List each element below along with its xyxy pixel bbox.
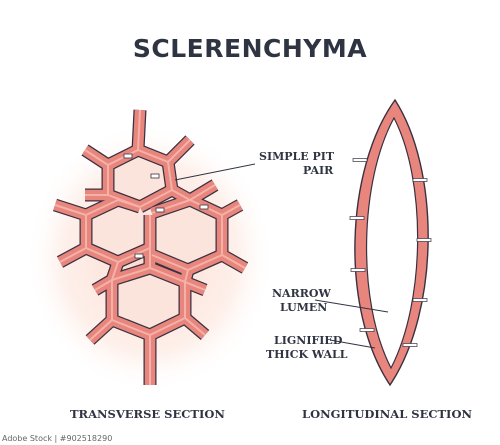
lignified-thick-wall-label: LIGNIFIED THICK WALL: [266, 334, 348, 362]
pit-pair: [134, 253, 144, 259]
cell-wall-highlight: [85, 199, 119, 216]
cell-wall-highlight: [189, 184, 216, 201]
cell-wall-highlight: [137, 149, 169, 163]
cell-wall-highlight: [117, 247, 151, 263]
cell-wall-highlight: [107, 149, 139, 166]
cell-wall-highlight: [117, 199, 141, 208]
fiber-pit: [359, 328, 375, 332]
narrow-lumen-label: NARROW LUMEN: [272, 287, 331, 315]
cell-wall-highlight: [94, 279, 113, 291]
narrow-lumen-leader: [314, 299, 389, 313]
fiber-lumen: [365, 116, 419, 370]
cell-wall-highlight: [139, 189, 173, 208]
pit-pair: [199, 204, 209, 210]
cell-wall-highlight: [167, 139, 191, 163]
longitudinal-section: [349, 98, 432, 387]
cell-wall-highlight: [137, 109, 141, 151]
cell-wall-highlight: [59, 247, 87, 263]
lignified-leader: [329, 339, 376, 349]
cell-wall-highlight: [89, 319, 113, 341]
cell-wall-highlight: [151, 254, 189, 271]
fiber-pit: [412, 178, 428, 182]
fiber-pit: [352, 158, 368, 162]
stock-credit: Adobe Stock | #902518290: [2, 434, 113, 443]
simple-pit-label-line1: SIMPLE PIT: [259, 150, 335, 163]
cell-wall-highlight: [85, 247, 119, 263]
transverse-section-caption: TRANSVERSE SECTION: [70, 407, 225, 421]
cell-wall-highlight: [187, 254, 223, 271]
cell-wall-highlight: [54, 204, 87, 216]
lignified-label-line2: THICK WALL: [266, 348, 348, 361]
fiber-pit: [402, 343, 418, 347]
fiber-pit: [412, 298, 428, 302]
pit-pair: [123, 153, 133, 159]
lignified-label-line1: LIGNIFIED: [274, 334, 343, 347]
fiber-pit: [349, 216, 365, 220]
simple-pit-pair-label: SIMPLE PIT PAIR: [259, 150, 334, 178]
cell-wall-highlight: [167, 161, 173, 191]
cell-wall-highlight: [184, 269, 189, 283]
cell-wall-highlight: [221, 254, 246, 269]
cell-wall-highlight: [111, 267, 151, 281]
fiber-pit: [416, 238, 432, 242]
cell-lumen: [86, 200, 150, 262]
longitudinal-section-caption: LONGITUDINAL SECTION: [302, 407, 472, 421]
cell-wall-highlight: [184, 317, 206, 336]
cell-wall-highlight: [171, 189, 191, 201]
narrow-lumen-label-line2: LUMEN: [280, 301, 328, 314]
cell-wall-highlight: [149, 317, 186, 336]
cell-wall-highlight: [184, 281, 206, 291]
simple-pit-label-line2: PAIR: [303, 164, 334, 177]
transverse-section: [53, 109, 249, 385]
cell-lumen: [152, 200, 222, 270]
fiber-pit: [350, 268, 366, 272]
page-title: SCLERENCHYMA: [132, 34, 368, 63]
cell-wall-highlight: [111, 319, 151, 336]
cell-wall-highlight: [221, 204, 241, 216]
simple-pit-leader: [174, 163, 256, 181]
cell-wall-highlight: [84, 149, 109, 166]
cell-wall-highlight: [111, 261, 119, 281]
cell-lumen: [112, 268, 185, 335]
pit-pair: [150, 173, 160, 179]
pit-pair: [155, 207, 165, 213]
cell-wall-highlight: [149, 267, 186, 283]
narrow-lumen-label-line1: NARROW: [272, 287, 331, 300]
